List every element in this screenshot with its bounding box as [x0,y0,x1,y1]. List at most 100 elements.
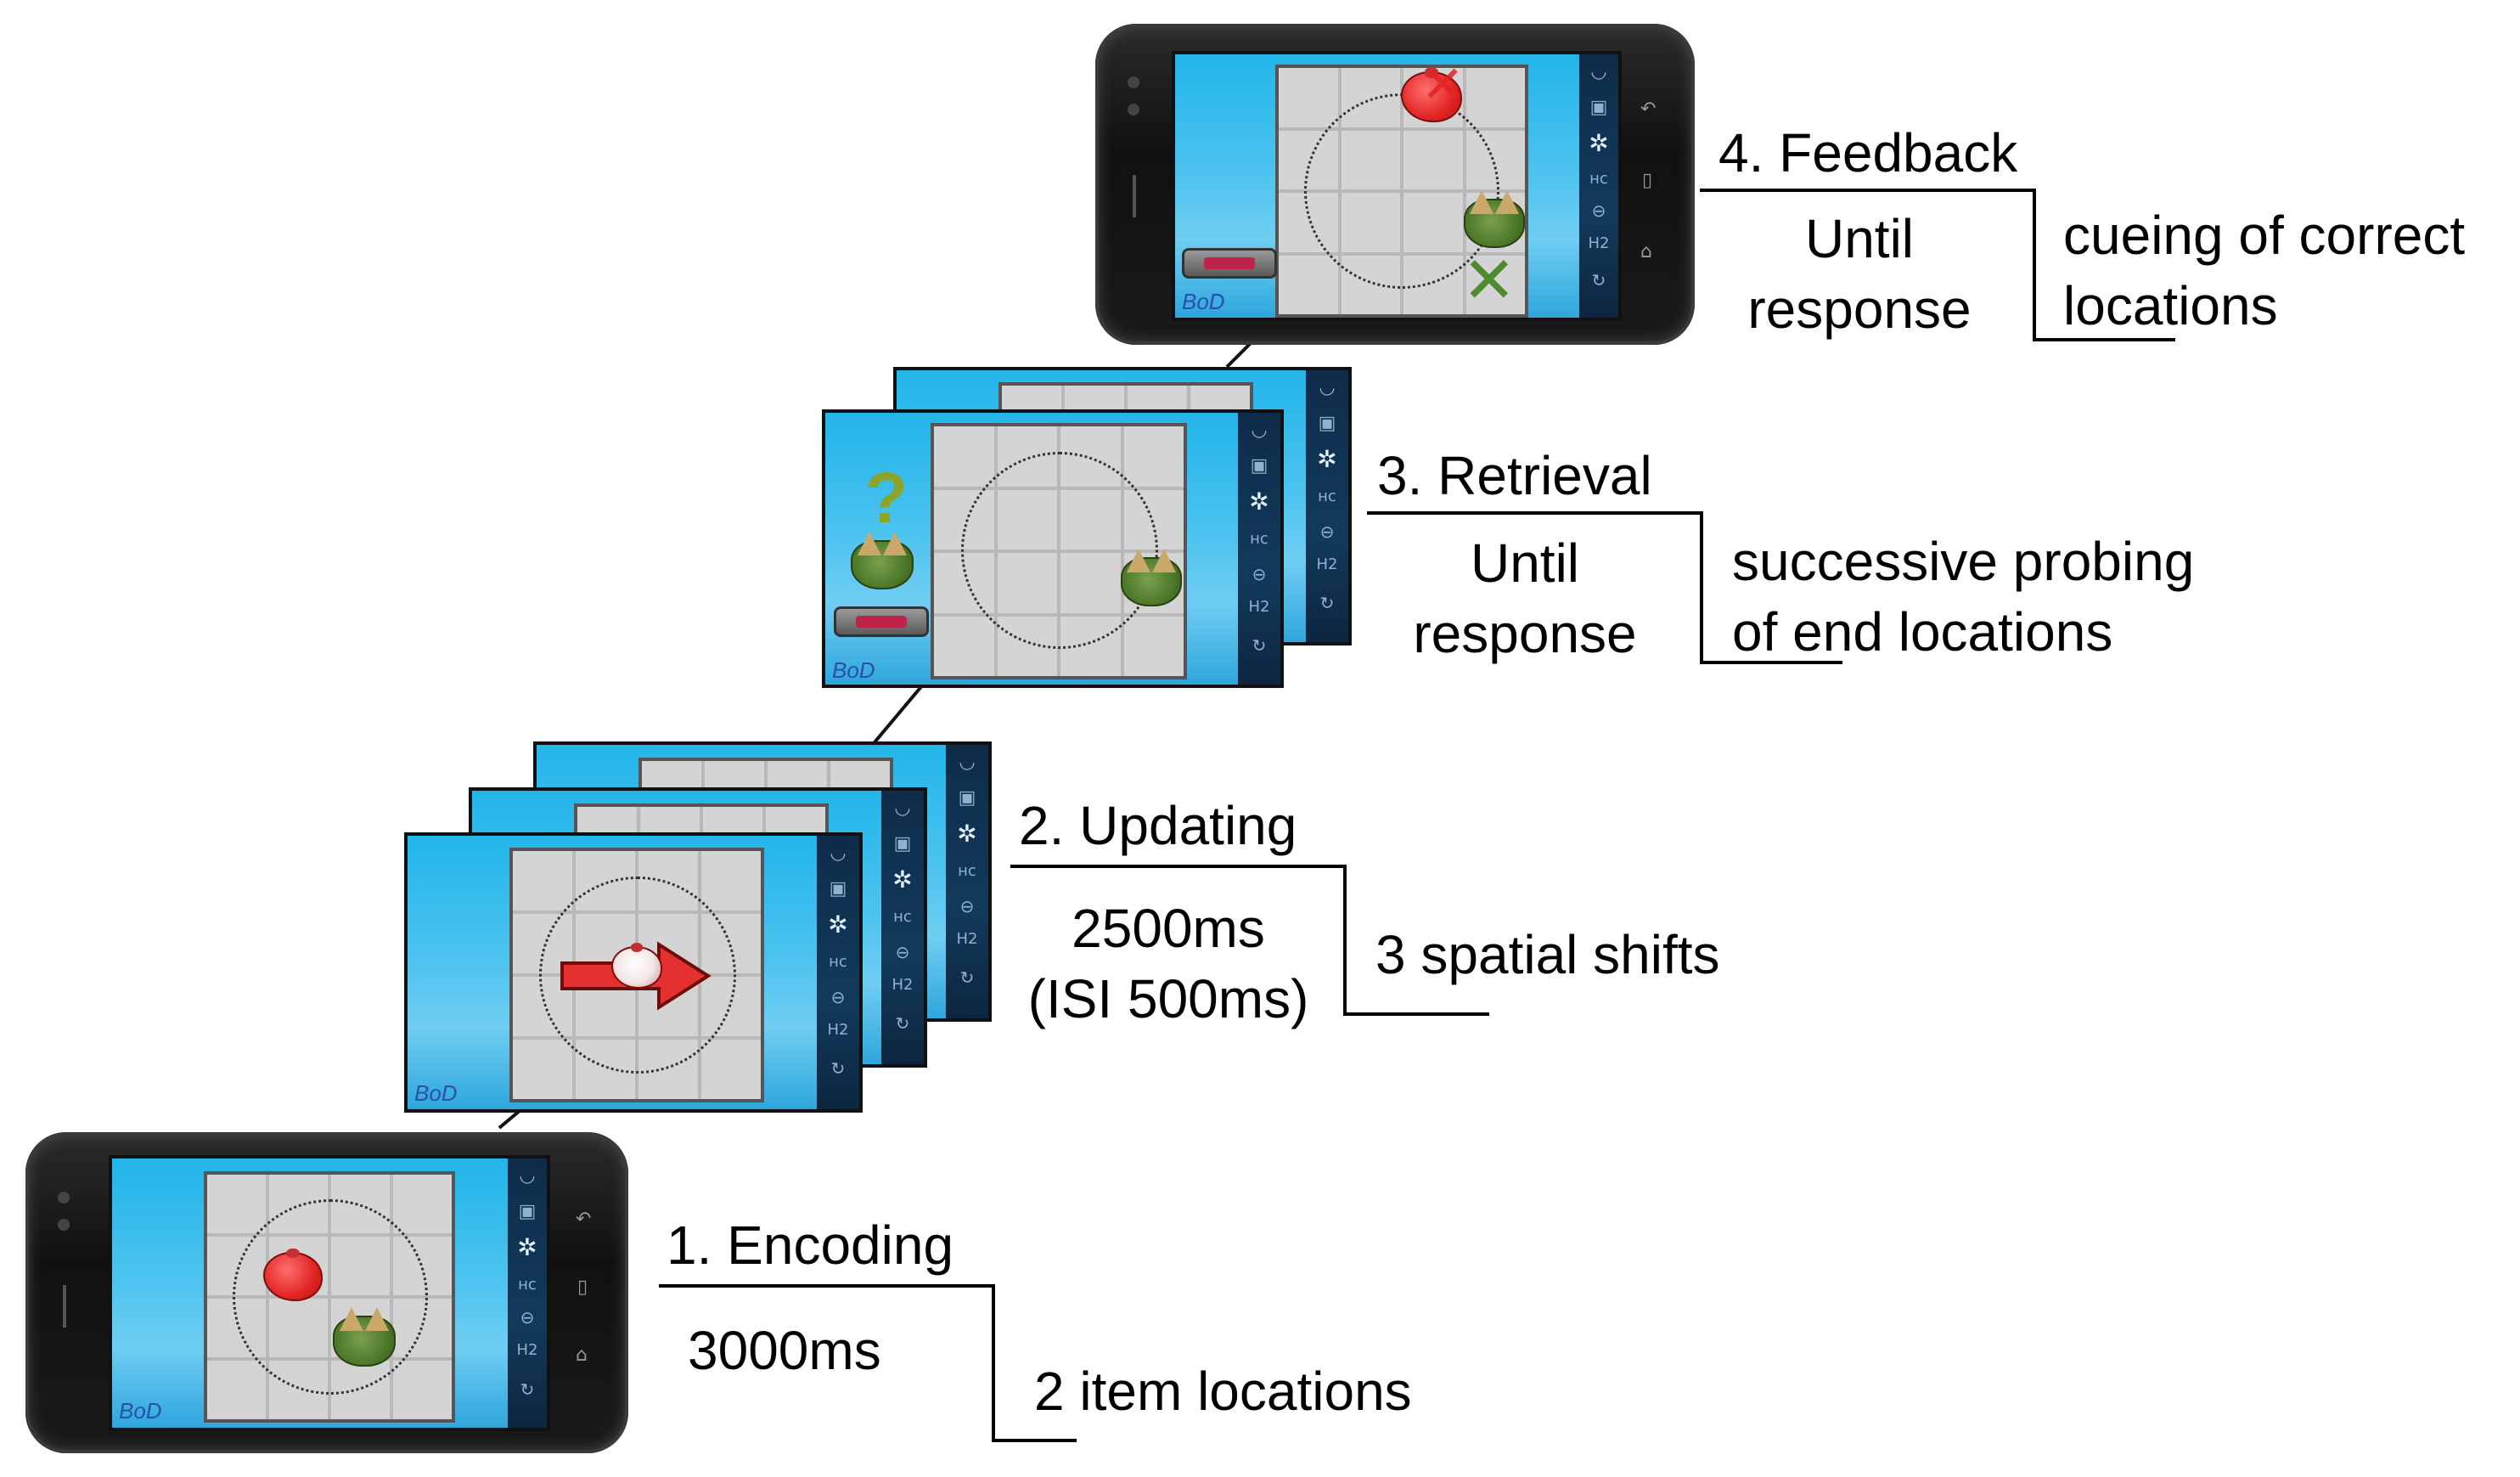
dotted-circle [233,1199,428,1395]
eye-icon[interactable]: ◡ [830,843,847,864]
stage-1-duration: 3000ms [688,1320,881,1381]
eye-icon[interactable]: ◡ [1319,377,1336,398]
confirm-button[interactable] [1182,248,1277,279]
stage-4-duration-block: Until response [1698,204,2021,345]
sidebar-toolbar: ◡ ▣ ✲ ʜᴄ ⊖ H2 ↻ [881,791,924,1064]
home-icon[interactable]: ⌂ [576,1345,588,1366]
menu-icon[interactable]: ▯ [577,1277,588,1298]
picture-icon[interactable]: ▣ [958,787,976,809]
back-icon[interactable]: ↶ [576,1209,592,1230]
sidebar-toolbar: ◡ ▣ ✲ ʜᴄ ⊖ H2 ↻ [946,745,988,1018]
stage-4-rule [1700,189,2036,192]
abc-icon[interactable]: ʜᴄ [829,953,847,971]
tomato-item [1401,67,1462,122]
side-slot [1133,175,1136,217]
refresh-icon[interactable]: ↻ [830,1058,846,1079]
sidebar-toolbar: ◡ ▣ ✲ ʜᴄ ⊖ H2 ↻ [817,836,859,1109]
h2-icon[interactable]: H2 [827,1021,849,1039]
back-icon[interactable]: ↶ [1640,99,1657,120]
eye-icon[interactable]: ◡ [519,1165,536,1187]
tomato-item [611,943,662,989]
monster-item [1121,549,1182,606]
sidebar-toolbar: ◡ ▣ ✲ ʜᴄ ⊖ H2 ↻ [1579,54,1618,318]
crosshair-icon[interactable]: ✲ [1589,129,1609,157]
crosshair-icon[interactable]: ✲ [957,820,977,848]
home-icon[interactable]: ⌂ [1640,241,1652,262]
stage-2-step-foot [1343,1012,1489,1016]
refresh-icon[interactable]: ↻ [1319,593,1335,613]
abc-icon[interactable]: ʜᴄ [893,908,912,926]
eye-icon[interactable]: ◡ [894,798,911,819]
abc-icon[interactable]: ʜᴄ [1318,488,1336,505]
link-icon[interactable]: ⊖ [1591,200,1606,221]
stage-4-title: 4. Feedback [1718,122,2018,183]
confirm-button[interactable] [834,606,929,637]
stage-3-description-2: of end locations [1732,601,2113,663]
correct-x-icon: ✕ [1462,242,1516,318]
stage-2-step [1343,865,1347,1016]
monster-item [1464,190,1525,248]
link-icon[interactable]: ⊖ [1252,564,1267,584]
dotted-circle [539,877,736,1074]
brand-logo: BoD [414,1080,458,1106]
abc-icon[interactable]: ʜᴄ [518,1276,537,1294]
stage-2-duration-note: (ISI 500ms) [1027,968,1309,1030]
h2-icon[interactable]: H2 [516,1341,538,1359]
sidebar-toolbar: ◡ ▣ ✲ ʜᴄ ⊖ H2 ↻ [1306,370,1348,642]
stage-2-description: 3 spatial shifts [1375,924,1720,985]
refresh-icon[interactable]: ↻ [895,1013,910,1034]
stage-3-description: successive probing [1732,531,2195,592]
stage-1-title: 1. Encoding [667,1215,954,1276]
stage-4-step-foot [2033,338,2175,341]
refresh-icon[interactable]: ↻ [1252,635,1267,656]
menu-icon[interactable]: ▯ [1642,170,1653,191]
screen-retrieval: ? BoD ◡ ▣ ✲ ʜᴄ ⊖ H2 ↻ [822,409,1284,688]
crosshair-icon[interactable]: ✲ [1249,488,1269,516]
crosshair-icon[interactable]: ✲ [828,910,848,939]
picture-icon[interactable]: ▣ [1250,455,1268,476]
picture-icon[interactable]: ▣ [1318,413,1336,434]
refresh-icon[interactable]: ↻ [959,967,975,988]
crosshair-icon[interactable]: ✲ [1317,445,1337,473]
picture-icon[interactable]: ▣ [893,833,912,854]
sidebar-toolbar: ◡ ▣ ✲ ʜᴄ ⊖ H2 ↻ [1238,413,1280,685]
link-icon[interactable]: ⊖ [895,942,910,962]
link-icon[interactable]: ⊖ [830,987,846,1007]
link-icon[interactable]: ⊖ [1319,521,1335,542]
h2-icon[interactable]: H2 [1248,598,1270,616]
h2-icon[interactable]: H2 [956,930,978,948]
screen-updating: BoD ◡ ▣ ✲ ʜᴄ ⊖ H2 ↻ [404,832,863,1113]
crosshair-icon[interactable]: ✲ [892,865,913,894]
abc-icon[interactable]: ʜᴄ [1250,530,1268,548]
abc-icon[interactable]: ʜᴄ [958,862,976,880]
h2-icon[interactable]: H2 [892,976,914,994]
picture-icon[interactable]: ▣ [829,878,847,899]
crosshair-icon[interactable]: ✲ [517,1233,537,1261]
stage-4-description: cueing of correct [2063,205,2466,266]
refresh-icon[interactable]: ↻ [1591,270,1606,290]
stage-4-step [2033,189,2036,341]
wrong-x-icon: ✕ [1421,55,1465,115]
link-icon[interactable]: ⊖ [520,1307,535,1328]
stage-3-duration-block: Until response [1364,528,1686,669]
eye-icon[interactable]: ◡ [1251,420,1268,441]
stage-3-duration: Until [1470,533,1580,594]
stage-3-title: 3. Retrieval [1377,445,1652,506]
eye-icon[interactable]: ◡ [1590,61,1607,82]
stage-4-duration-note: response [1747,279,1972,341]
stage-4-description-2: locations [2063,275,2278,337]
refresh-icon[interactable]: ↻ [520,1379,535,1400]
link-icon[interactable]: ⊖ [959,896,975,916]
camera-dot [1128,76,1139,88]
h2-icon[interactable]: H2 [1588,234,1610,252]
camera-dot [1128,104,1139,116]
abc-icon[interactable]: ʜᴄ [1589,170,1608,188]
question-mark-icon: ? [864,458,908,538]
picture-icon[interactable]: ▣ [1589,97,1608,118]
stage-4-duration: Until [1804,208,1915,269]
picture-icon[interactable]: ▣ [518,1201,537,1222]
brand-logo: BoD [1182,289,1225,314]
monster-item [333,1306,396,1367]
eye-icon[interactable]: ◡ [959,752,976,773]
h2-icon[interactable]: H2 [1316,555,1338,573]
